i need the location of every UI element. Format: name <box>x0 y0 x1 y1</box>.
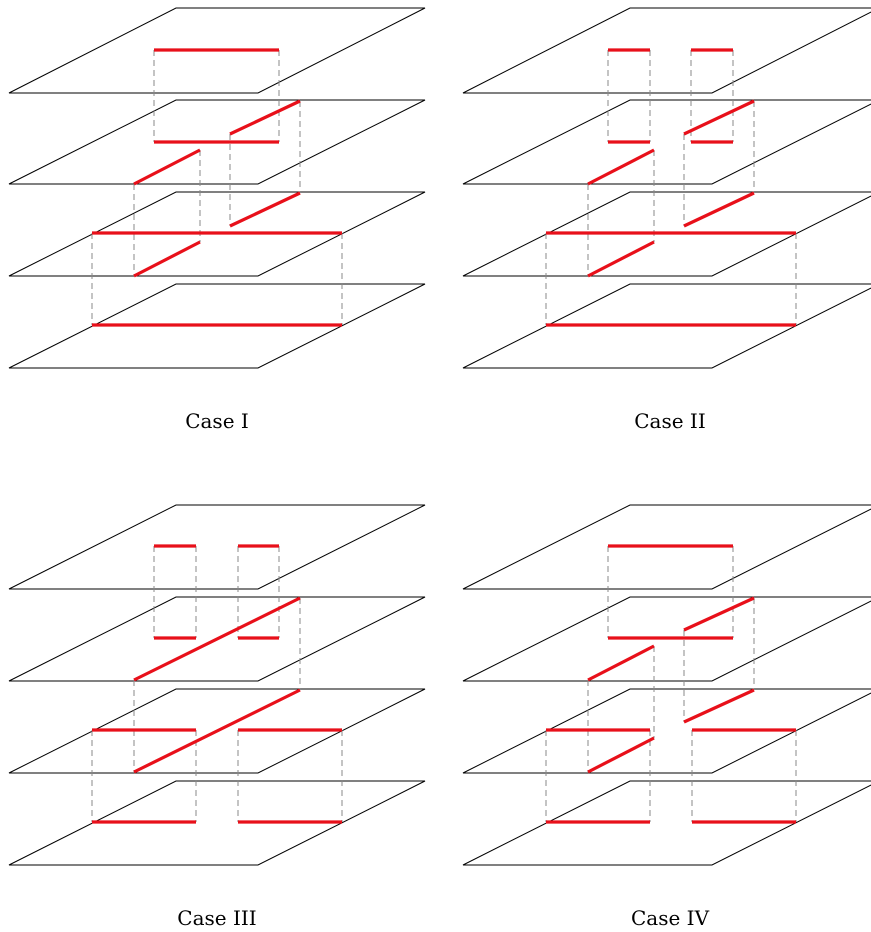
connectors <box>545 546 797 822</box>
connectors <box>91 546 343 822</box>
red-segment <box>683 191 755 228</box>
panel-caption: Case I <box>185 409 249 433</box>
planes <box>462 504 871 866</box>
red-segment <box>229 191 301 228</box>
red-segment <box>587 736 655 774</box>
plane-layer-1 <box>8 7 426 94</box>
red-segment <box>133 688 301 774</box>
red-segment <box>587 240 655 278</box>
panel-case-1: Case I <box>8 7 426 433</box>
plane-layer-3 <box>8 688 426 774</box>
panel-caption: Case III <box>177 906 256 930</box>
panel-caption: Case IV <box>631 906 710 930</box>
segments <box>92 48 342 327</box>
red-segment <box>587 644 655 682</box>
red-segment <box>133 148 201 186</box>
plane-layer-2 <box>8 99 426 185</box>
planes <box>462 7 871 369</box>
plane-layer-4 <box>8 780 426 866</box>
plane-layer-2 <box>462 596 871 682</box>
plane-layer-1 <box>462 7 871 94</box>
red-segment <box>133 596 301 682</box>
panel-case-3: Case III <box>8 504 426 930</box>
planes <box>8 7 426 369</box>
red-segment <box>683 688 755 724</box>
plane-layer-3 <box>462 688 871 774</box>
panel-caption: Case II <box>634 409 705 433</box>
plane-layer-2 <box>462 99 871 185</box>
plane-layer-1 <box>8 504 426 590</box>
red-segment <box>683 99 755 136</box>
red-segment <box>587 148 655 186</box>
connectors <box>545 50 797 325</box>
plane-layer-3 <box>462 191 871 277</box>
plane-layer-1 <box>462 504 871 590</box>
panel-case-2: Case II <box>462 7 871 433</box>
segments <box>92 544 342 824</box>
plane-layer-4 <box>462 780 871 866</box>
plane-layer-3 <box>8 191 426 277</box>
red-segment <box>683 596 755 632</box>
segments <box>546 544 796 824</box>
red-segment <box>229 99 301 136</box>
connectors <box>91 50 343 325</box>
panel-case-4: Case IV <box>462 504 871 930</box>
plane-layer-2 <box>8 596 426 682</box>
segments <box>546 48 796 327</box>
red-segment <box>133 240 201 278</box>
planes <box>8 504 426 866</box>
